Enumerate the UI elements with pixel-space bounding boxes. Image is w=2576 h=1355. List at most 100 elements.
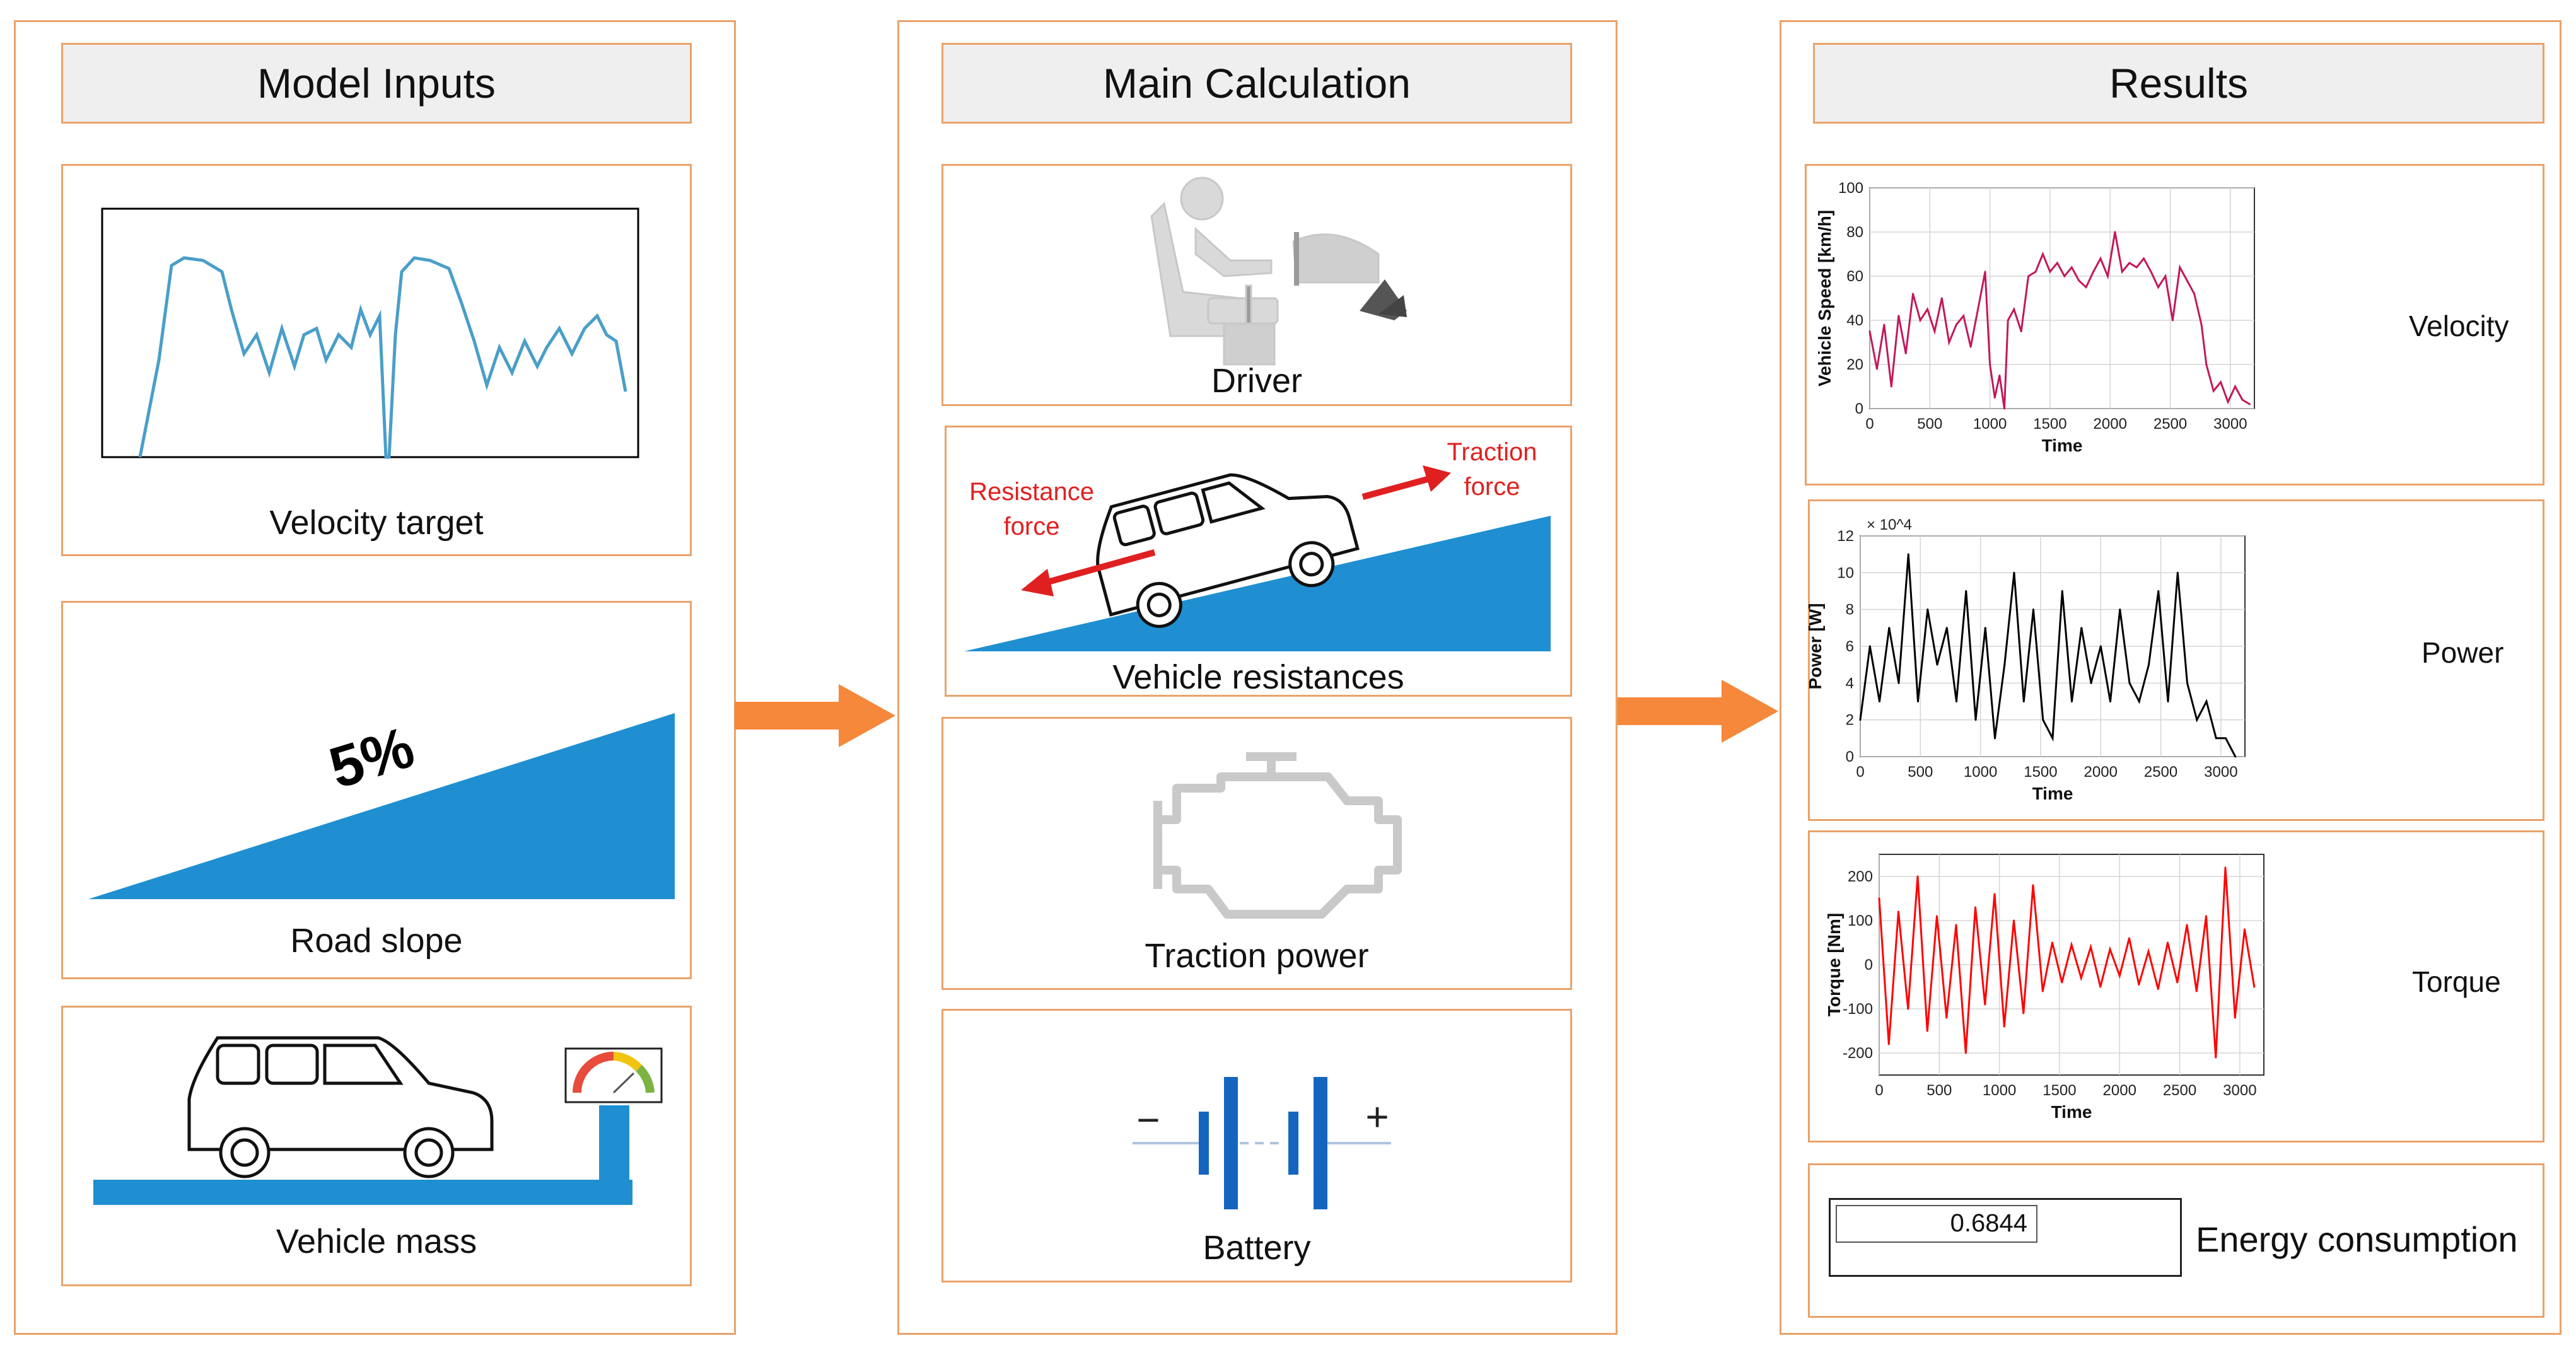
x-tick-label: 0 bbox=[1875, 1082, 1883, 1099]
battery-box: − + Battery bbox=[941, 1009, 1572, 1282]
data-point bbox=[2234, 385, 2236, 388]
data-point bbox=[1964, 1052, 1967, 1054]
data-point bbox=[2099, 645, 2102, 648]
data-point bbox=[2061, 590, 2063, 592]
vehicle-resistances-box: Resistance force Traction force Vehicle … bbox=[945, 426, 1572, 697]
data-point bbox=[2215, 1056, 2217, 1059]
driver-icon bbox=[1150, 177, 1407, 366]
x-tick-label: 1000 bbox=[1973, 416, 2007, 433]
data-point bbox=[1945, 627, 1948, 629]
data-point bbox=[1955, 924, 1957, 926]
data-point bbox=[2121, 270, 2123, 273]
road-slope-box: 5% Road slope bbox=[61, 601, 692, 979]
x-tick-label: 0 bbox=[1865, 416, 1874, 433]
data-point bbox=[2003, 407, 2005, 410]
energy-value-field[interactable]: 0.6844 bbox=[1836, 1205, 2037, 1243]
data-point bbox=[2003, 663, 2006, 666]
data-point bbox=[2193, 293, 2196, 295]
x-tick-label: 2000 bbox=[2084, 764, 2118, 781]
road-slope-label: Road slope bbox=[290, 922, 463, 960]
y-tick-label: 40 bbox=[1846, 312, 1863, 329]
data-point bbox=[2042, 253, 2044, 255]
data-point bbox=[1936, 663, 1938, 666]
data-point bbox=[2114, 231, 2116, 233]
vehicle-resistances-label: Vehicle resistances bbox=[1112, 658, 1404, 696]
data-point bbox=[2027, 275, 2030, 277]
data-point bbox=[2176, 571, 2179, 574]
data-point bbox=[1977, 308, 1979, 310]
data-point bbox=[1868, 645, 1871, 648]
y-tick-label: 10 bbox=[1837, 564, 1854, 581]
y-tick-label: -100 bbox=[1843, 1001, 1873, 1018]
data-point bbox=[2212, 390, 2215, 392]
data-point bbox=[1897, 315, 1900, 317]
data-point bbox=[2227, 401, 2229, 403]
data-point bbox=[1955, 701, 1957, 702]
main-calculation-title: Main Calculation bbox=[941, 43, 1572, 124]
y-tick-label: 100 bbox=[1838, 180, 1863, 197]
road-slope-graphic: 5% bbox=[88, 713, 675, 899]
data-point bbox=[2220, 381, 2222, 383]
data-point bbox=[2200, 323, 2203, 326]
data-point bbox=[1974, 719, 1977, 721]
traction-force-text-1: Traction bbox=[1447, 438, 1537, 466]
y-tick-label: 100 bbox=[1848, 912, 1873, 929]
data-point bbox=[2013, 308, 2015, 310]
data-point bbox=[2186, 682, 2188, 684]
engine-icon bbox=[1153, 752, 1402, 919]
data-point bbox=[2171, 319, 2174, 322]
data-point bbox=[2157, 286, 2159, 288]
battery-label: Battery bbox=[1203, 1229, 1311, 1267]
x-tick-label: 1500 bbox=[2043, 1082, 2076, 1099]
flow-arrow-1 bbox=[735, 684, 895, 747]
data-point bbox=[1993, 893, 1996, 895]
data-point bbox=[2224, 866, 2227, 869]
data-point bbox=[2070, 944, 2073, 946]
data-point bbox=[1945, 1016, 1948, 1019]
x-tick-label: 1500 bbox=[2033, 416, 2066, 433]
flow-arrow-2 bbox=[1617, 680, 1778, 743]
x-tick-label: 1000 bbox=[1964, 764, 1997, 781]
data-point bbox=[2109, 701, 2111, 702]
data-point bbox=[1948, 341, 1950, 344]
data-point bbox=[2157, 988, 2159, 990]
series-line bbox=[1868, 231, 2251, 409]
traction-force-text-2: force bbox=[1464, 473, 1520, 501]
model-inputs-title: Model Inputs bbox=[61, 43, 692, 124]
data-point bbox=[1998, 375, 2001, 376]
battery-plus-sign: + bbox=[1365, 1094, 1389, 1139]
data-point bbox=[2080, 977, 2082, 979]
data-point bbox=[2176, 981, 2179, 984]
x-tick-label: 2000 bbox=[2103, 1082, 2136, 1099]
data-point bbox=[1926, 308, 1928, 310]
data-point bbox=[2056, 262, 2058, 264]
data-point bbox=[1868, 330, 1871, 332]
data-point bbox=[2063, 275, 2066, 277]
data-point bbox=[2225, 737, 2227, 740]
data-point bbox=[2205, 363, 2208, 366]
data-point bbox=[2248, 403, 2251, 405]
data-point bbox=[2147, 950, 2150, 953]
y-tick-label: 20 bbox=[1846, 356, 1863, 373]
data-point bbox=[1919, 319, 1921, 322]
data-point bbox=[2007, 319, 2009, 322]
data-point bbox=[2003, 1025, 2005, 1028]
data-point bbox=[1926, 608, 1929, 611]
data-point bbox=[1897, 682, 1900, 684]
y-tick-label: 200 bbox=[1848, 868, 1873, 885]
data-point bbox=[2157, 590, 2160, 592]
data-point bbox=[2135, 266, 2138, 269]
data-point bbox=[2138, 701, 2140, 702]
data-point bbox=[2071, 701, 2073, 702]
x-axis-label: Time bbox=[2042, 436, 2083, 455]
traction-force-arrow bbox=[1361, 465, 1451, 500]
car-icon bbox=[187, 1036, 494, 1178]
data-point bbox=[2099, 257, 2102, 260]
data-point bbox=[2128, 262, 2131, 264]
y-tick-label: 4 bbox=[1846, 675, 1854, 692]
data-point bbox=[1875, 368, 1878, 370]
data-point bbox=[1907, 553, 1909, 555]
